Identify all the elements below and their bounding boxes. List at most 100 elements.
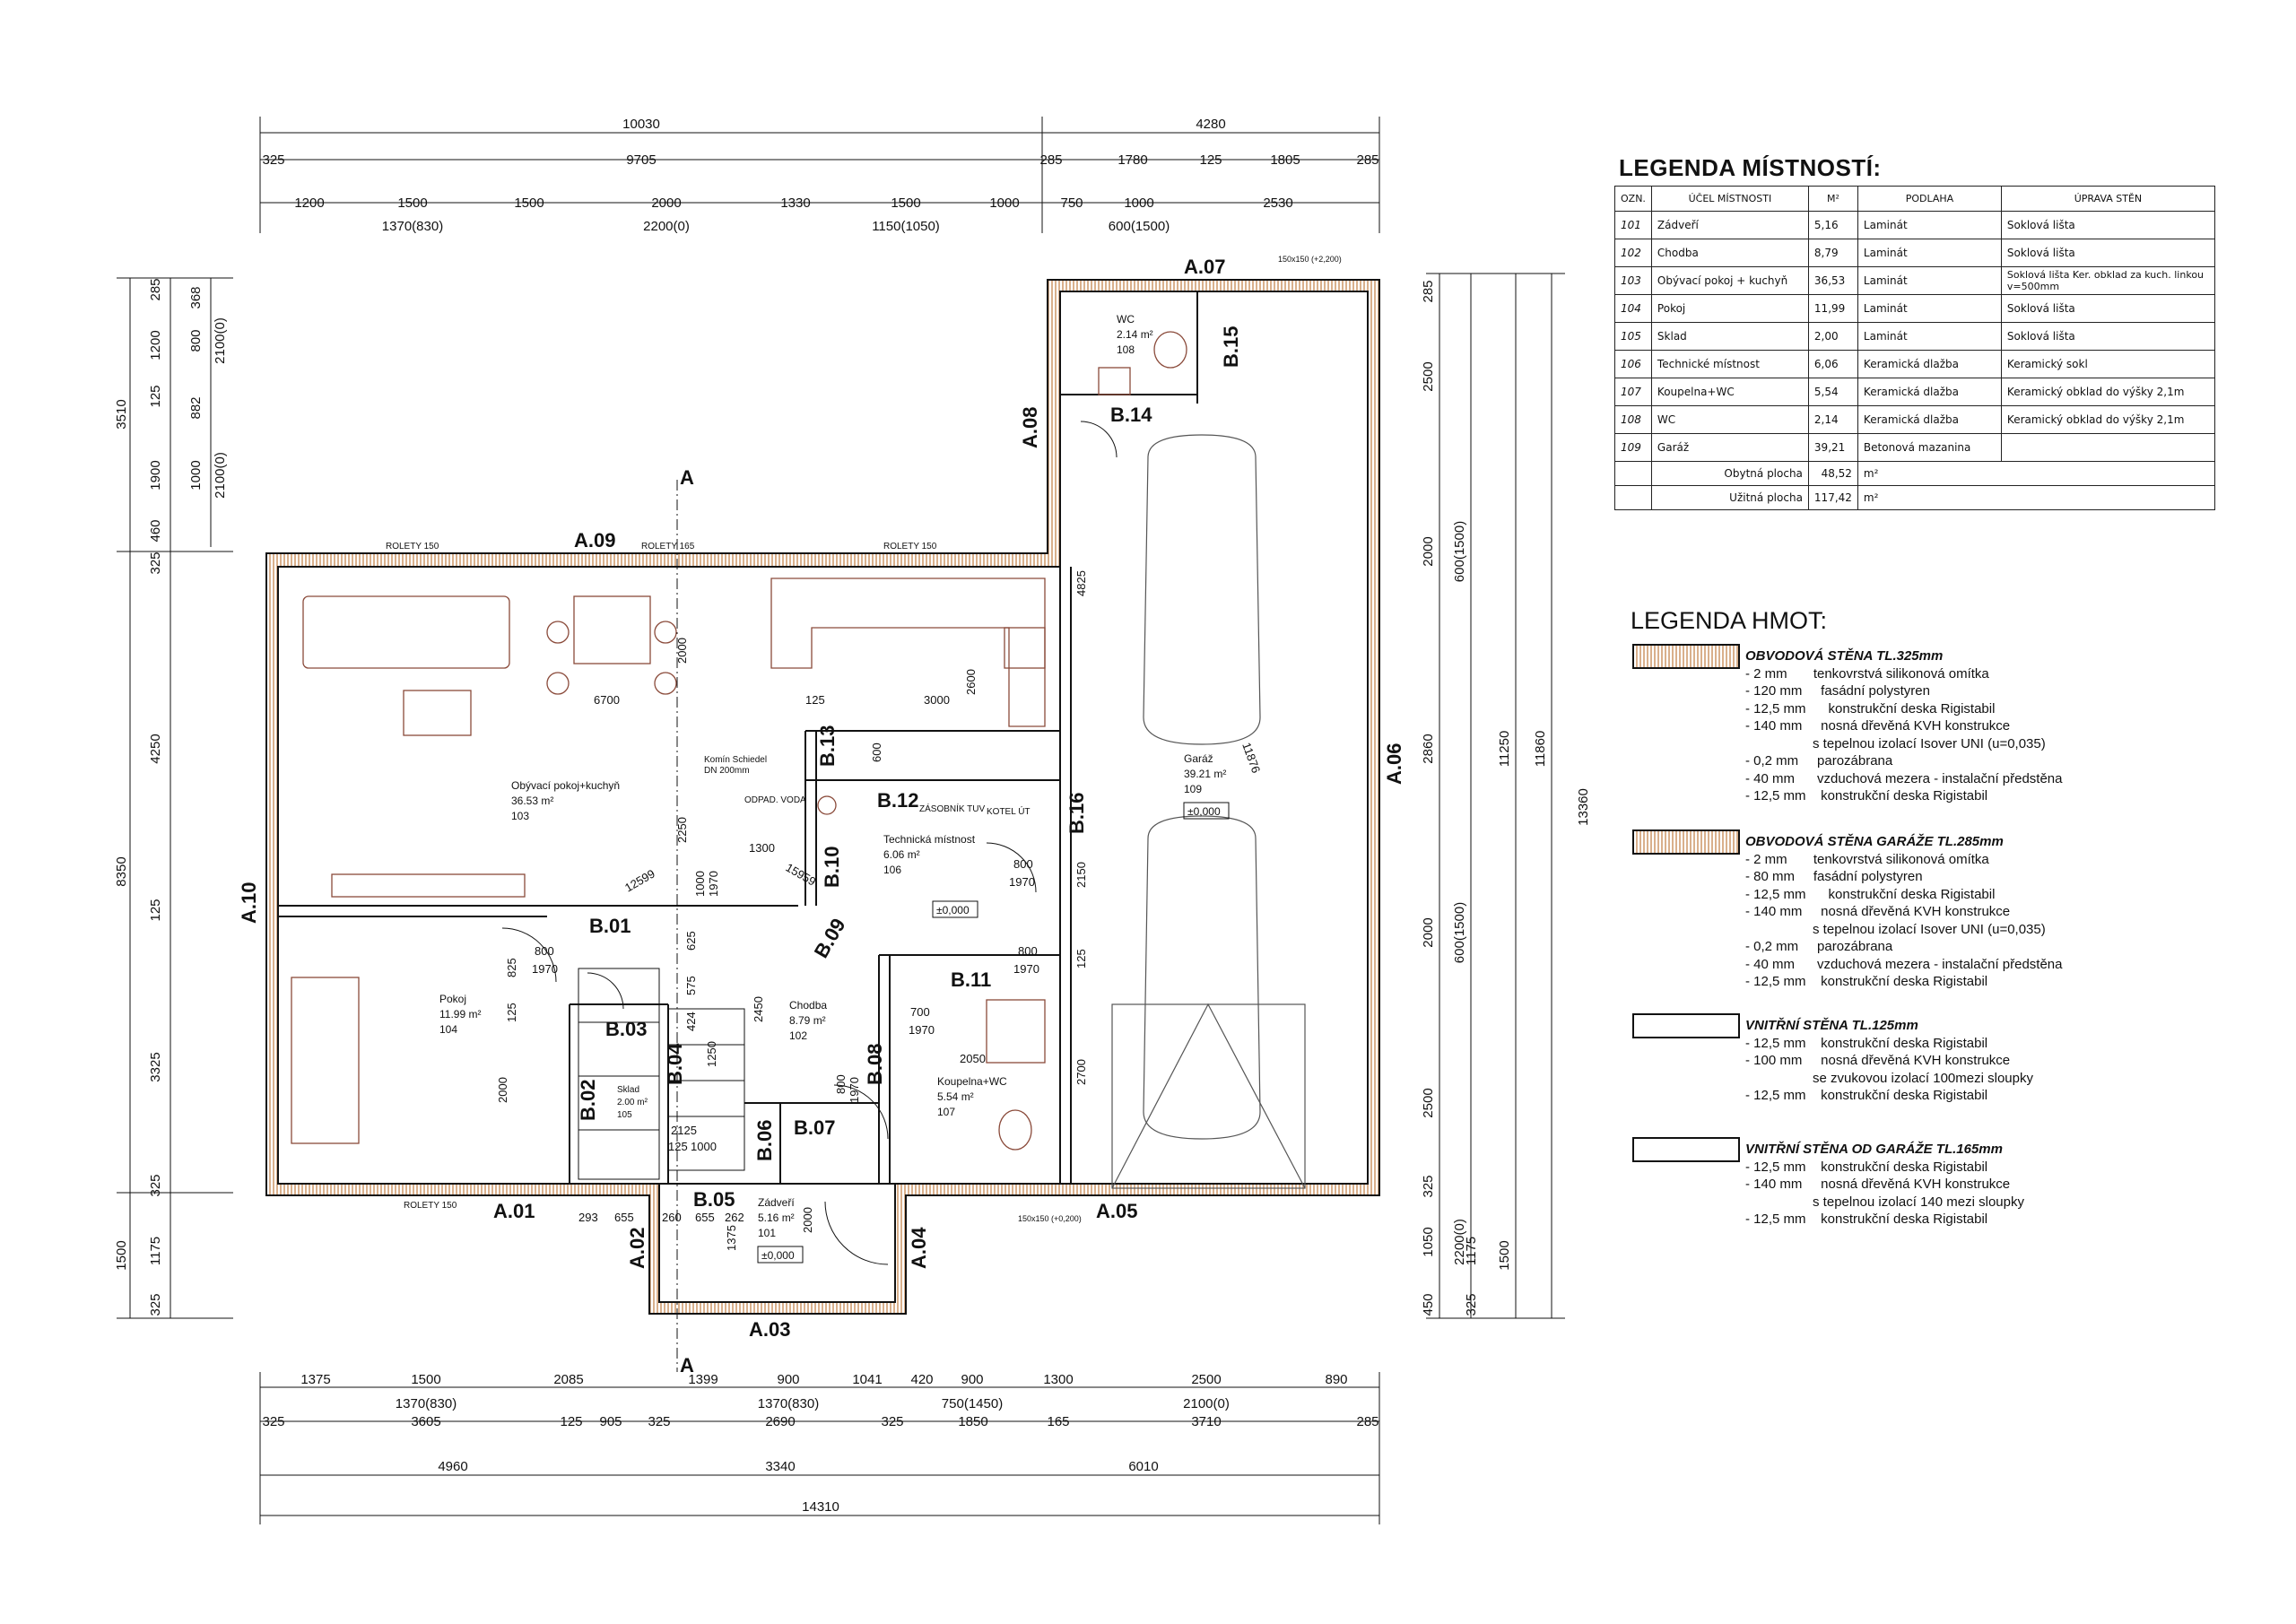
sum-unit: m² [1857, 485, 2216, 510]
dim-left-mid: 1200 [148, 330, 163, 360]
dim-right-a: 2500 [1421, 1088, 1436, 1117]
col-header: PODLAHA [1857, 186, 2002, 212]
dim-bottom-1b: 2100(0) [1183, 1396, 1230, 1411]
dim-top-3: 2000 [651, 195, 681, 211]
room-name: Garáž [1184, 752, 1213, 765]
table-cell: Keramický obklad do výšky 2,1m [2000, 405, 2216, 434]
sum-value: 48,52 [1807, 461, 1858, 486]
inner-dim: 1000 [691, 1140, 717, 1153]
rolety-labels: ROLETY 150 ROLETY 165 ROLETY 150 ROLETY … [386, 542, 937, 1211]
inner-dim: 125 [505, 1003, 518, 1022]
wall-label: A.03 [749, 1318, 790, 1341]
dim-bottom-1: 900 [961, 1372, 983, 1387]
dim-top-2: 1805 [1270, 152, 1300, 168]
table-cell: Soklová lišta [2000, 294, 2216, 323]
material-layer: - 100 mm nosná dřevěná KVH konstrukce [1745, 1053, 2011, 1068]
table-cell: Zádveří [1650, 211, 1809, 239]
dim-left-outer: 3510 [114, 399, 129, 429]
material-layer: - 140 mm nosná dřevěná KVH konstrukce [1745, 718, 2011, 734]
material-layer: s tepelnou izolací 140 mezi sloupky [1745, 1194, 2024, 1210]
material-title: VNITŘNÍ STĚNA OD GARÁŽE TL.165mm [1745, 1142, 2003, 1157]
table-cell: Soklová lišta [2000, 322, 2216, 351]
material-text: OBVODOVÁ STĚNA TL.325mm- 2 mm tenkovrstv… [1745, 647, 2131, 805]
table-cell: Soklová lišta [2000, 211, 2216, 239]
room-number: 107 [937, 1106, 955, 1118]
room-name: Zádveří [758, 1196, 795, 1209]
inner-dim: 2125 [671, 1124, 697, 1137]
garage-cars [1111, 434, 1306, 1189]
room-area: 5.54 m² [937, 1090, 974, 1103]
material-layer: - 140 mm nosná dřevěná KVH konstrukce [1745, 904, 2011, 919]
material-layer: - 12,5 mm konstrukční deska Rigistabil [1745, 886, 1996, 902]
room-number: 109 [1184, 783, 1202, 795]
wall-label: B.05 [693, 1188, 735, 1211]
dim-bottom-2: 905 [599, 1414, 622, 1429]
table-cell: Laminát [1857, 266, 2002, 295]
dim-left-mid: 325 [148, 1174, 163, 1196]
table-cell: Keramická dlažba [1857, 378, 2002, 406]
material-layer: s tepelnou izolací Isover UNI (u=0,035) [1745, 921, 2046, 937]
table-cell: Laminát [1857, 211, 2002, 239]
dim-top-2: 285 [1039, 152, 1062, 168]
material-title: VNITŘNÍ STĚNA TL.125mm [1745, 1018, 1918, 1033]
material-swatch [1632, 1137, 1740, 1162]
material-layer: - 2 mm tenkovrstvá silikonová omítka [1745, 665, 1989, 682]
wall-label: B.03 [605, 1018, 647, 1040]
inner-dim: 1300 [749, 841, 775, 855]
inner-dim: 600 [870, 743, 883, 762]
level-mark: ±0,000 [936, 904, 970, 916]
dim-bottom-total: 14310 [802, 1499, 839, 1515]
inner-dim: 1970 [1013, 962, 1039, 976]
wall-label: B.13 [816, 725, 839, 767]
material-layer: - 12,5 mm konstrukční deska Rigistabil [1745, 1211, 1988, 1227]
dim-right-a: 285 [1421, 280, 1436, 302]
material-title: OBVODOVÁ STĚNA GARÁŽE TL.285mm [1745, 834, 2004, 849]
bottom-dim-texts: 1375 1500 2085 1399 900 1041 420 900 130… [262, 1372, 1378, 1515]
room-name: Pokoj [439, 993, 466, 1005]
dim-bottom-1b: 1370(830) [396, 1396, 457, 1411]
table-cell: Technické místnost [1650, 350, 1809, 378]
dim-bottom-1b: 1370(830) [758, 1396, 819, 1411]
room-area: 2.14 m² [1117, 328, 1153, 341]
room-number: 101 [758, 1227, 776, 1239]
dim-left-mid: 3325 [148, 1052, 163, 1081]
room-area: 39.21 m² [1184, 768, 1226, 780]
inner-dim: 150x150 (+0,200) [1018, 1214, 1082, 1223]
inner-dim: 424 [684, 1012, 698, 1031]
inner-dim: 655 [695, 1211, 715, 1224]
inner-dim: 150x150 (+2,200) [1278, 255, 1342, 264]
material-layer: - 0,2 mm parozábrana [1745, 753, 1893, 769]
dim-right-b: 600(1500) [1452, 902, 1467, 963]
inner-dim: 1970 [909, 1023, 935, 1037]
room-number: 108 [1117, 343, 1135, 356]
material-layer: - 0,2 mm parozábrana [1745, 939, 1893, 954]
furniture [291, 331, 1187, 1151]
wall-label: A.08 [1019, 407, 1041, 448]
dim-left-mid: 125 [148, 899, 163, 921]
table-cell: 101 [1614, 211, 1652, 239]
room-area: 8.79 m² [789, 1014, 826, 1027]
dim-right-a: 1050 [1421, 1227, 1436, 1256]
section-mark-bottom: A [680, 1354, 694, 1376]
legend-rooms-title: LEGENDA MÍSTNOSTÍ: [1619, 154, 1882, 181]
dim-right-a: 450 [1421, 1293, 1436, 1316]
inner-dim: 4825 [1074, 570, 1088, 596]
wall-label: B.08 [864, 1044, 886, 1085]
dim-right-a: 325 [1421, 1175, 1436, 1197]
chimney-size: DN 200mm [704, 766, 750, 776]
wall-label: B.12 [877, 789, 918, 812]
inner-dim: 262 [725, 1211, 744, 1224]
room-area: 11.99 m² [439, 1008, 481, 1020]
table-cell: 109 [1614, 433, 1652, 462]
dim-left-mid: 325 [148, 551, 163, 574]
room-number: 103 [511, 810, 529, 822]
room-name: Technická místnost [883, 833, 976, 846]
table-cell: Soklová lišta [2000, 239, 2216, 267]
inner-dim: 2000 [496, 1077, 509, 1103]
